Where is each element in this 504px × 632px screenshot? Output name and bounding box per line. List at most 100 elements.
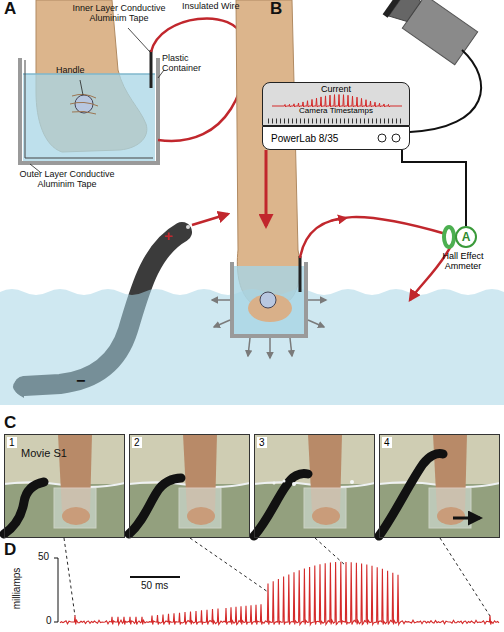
panel-a-illustration — [70, 94, 98, 114]
panel-b-illustration — [13, 376, 24, 398]
panel-b-illustration — [410, 50, 481, 132]
video-frames — [129, 434, 250, 538]
panel-a-illustration — [25, 60, 153, 158]
video-frames — [273, 482, 276, 485]
input-port — [392, 134, 400, 142]
current-trace — [60, 562, 499, 625]
video-frames — [292, 482, 296, 486]
video-frames — [350, 480, 354, 484]
video-frames — [379, 453, 443, 536]
panel-b-illustration — [383, 0, 478, 65]
axis-tick: 0 — [46, 615, 52, 626]
axis-title: milliamps — [11, 559, 22, 619]
panel-b-illustration — [330, 218, 346, 221]
panel-b-illustration — [214, 320, 230, 327]
panel-letter: B — [270, 0, 282, 19]
panel-a-illustration — [23, 74, 155, 161]
callout-text: Plastic Container — [162, 54, 218, 74]
trace-axes — [130, 576, 180, 578]
panel-b-illustration — [383, 0, 411, 18]
panel-b-illustration — [0, 289, 504, 405]
video-frames — [283, 480, 286, 483]
panel-letter: A — [4, 0, 16, 19]
video-frames — [254, 434, 375, 538]
video-frames — [254, 474, 308, 537]
panel-b-illustration — [300, 217, 446, 258]
polarity-sign: − — [76, 372, 85, 390]
panel-a-illustration — [151, 18, 246, 140]
panel-b-illustration — [186, 225, 190, 229]
powerlab-box: PowerLab 8/35 — [262, 126, 410, 150]
panel-letter: C — [4, 414, 16, 433]
frame-number: 3 — [257, 437, 267, 448]
frame-number: 2 — [132, 437, 142, 448]
trace-axes — [190, 538, 268, 592]
scale-bar-label: 50 ms — [141, 580, 168, 591]
video-frames — [4, 482, 44, 534]
frame-number: 1 — [7, 437, 17, 448]
device-name: Hall Effect Ammeter — [431, 252, 495, 272]
panel-b-illustration — [236, 0, 300, 302]
panel-b-illustration — [402, 0, 477, 65]
panel-b-illustration — [192, 214, 228, 225]
trace-axes — [54, 558, 58, 622]
trace-axes — [64, 538, 75, 616]
trace-axes — [64, 538, 490, 616]
panel-letter: D — [4, 541, 16, 560]
callout-text: Insulated Wire — [182, 2, 262, 12]
cable-connector — [402, 150, 466, 226]
video-frame: 2 — [129, 434, 250, 538]
panel-b-illustration — [389, 0, 424, 26]
panel-b-illustration — [234, 266, 304, 334]
panel-b-illustration — [308, 320, 324, 327]
screen-caption: Camera Timestamps — [263, 107, 409, 116]
panel-b-illustration — [248, 294, 292, 322]
panel-b-illustration — [0, 0, 504, 405]
video-frame: 4 — [379, 434, 500, 538]
panel-b-illustration — [290, 338, 292, 356]
monitor-screen: CurrentCamera Timestamps — [262, 82, 410, 126]
panel-b-illustration — [444, 227, 454, 247]
screen-title: Current — [263, 85, 409, 95]
trace-axes — [54, 538, 490, 622]
panel-a-illustration — [20, 0, 246, 172]
input-port — [378, 134, 386, 142]
panel-b-illustration — [308, 299, 326, 301]
polarity-sign: + — [164, 228, 173, 245]
timestamp-ticks — [268, 119, 404, 124]
video-frames — [4, 434, 500, 538]
panel-a-illustration — [23, 73, 155, 75]
video-frames — [379, 434, 500, 538]
ammeter-symbol: A — [457, 231, 475, 244]
panel-a-illustration — [75, 95, 93, 113]
panel-b-illustration — [269, 338, 271, 358]
video-frame: 1Movie S1 — [4, 434, 125, 538]
video-frame: 3 — [254, 434, 375, 538]
callout-text: Handle — [56, 66, 85, 76]
panel-b-illustration — [265, 150, 268, 226]
panel-b-illustration — [299, 256, 302, 292]
panel-b-illustration — [212, 299, 230, 301]
device-name: PowerLab 8/35 — [271, 133, 338, 144]
panel-a-illustration — [20, 58, 158, 163]
screen-trace — [272, 95, 402, 107]
panel-b-illustration — [232, 262, 306, 336]
panel-a-illustration — [150, 50, 153, 88]
frame-number: 4 — [382, 437, 392, 448]
trace-axes — [440, 538, 490, 616]
panel-b-illustration — [212, 300, 326, 358]
movie-label: Movie S1 — [21, 447, 67, 459]
panel-b-illustration — [24, 232, 182, 386]
video-frames — [453, 517, 480, 520]
video-frames — [4, 434, 125, 538]
trace-axes — [315, 538, 345, 565]
panel-b-illustration — [248, 338, 250, 356]
ammeter-circle: AHall Effect Ammeter — [455, 226, 477, 248]
video-frames — [129, 478, 181, 534]
axis-tick: 50 — [38, 551, 49, 562]
